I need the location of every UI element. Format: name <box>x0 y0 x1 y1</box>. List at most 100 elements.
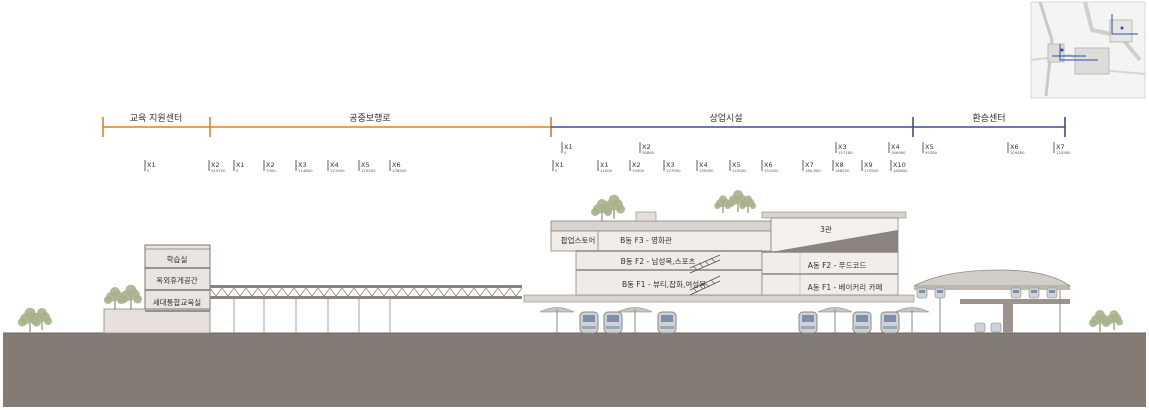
grid-value: 182800 <box>893 168 908 173</box>
grid-label: X9 <box>864 161 873 169</box>
train-front <box>657 311 677 334</box>
grid-label: X4 <box>891 143 900 151</box>
grid-label: X2 <box>266 161 275 169</box>
grid-label: X5 <box>361 161 370 169</box>
grid-label: X1 <box>236 161 245 169</box>
zone-label-transfer: 환승센터 <box>972 112 1005 124</box>
grid-label: X6 <box>764 161 773 169</box>
trains <box>579 287 1058 334</box>
grid-value: 95280 <box>925 150 938 155</box>
train-front <box>579 311 599 334</box>
tree <box>1104 310 1123 330</box>
grid-label: X4 <box>330 161 339 169</box>
train-front <box>990 322 1002 333</box>
education-building: 학습실 옥외휴게공간 세대통합교육실 <box>103 244 211 334</box>
grid-label: X1 <box>555 161 564 169</box>
grid-value: 120580 <box>1056 150 1071 155</box>
grid-marker: X10 <box>233 160 245 173</box>
grid-value: 0 <box>236 168 239 173</box>
train-front <box>1028 287 1040 299</box>
grid-label: X3 <box>298 161 307 169</box>
train-front <box>852 311 872 334</box>
grid-label: X6 <box>392 161 401 169</box>
commercial-building: 팝업스토어 B동 F3 - 영화관 B동 F2 - 남성복,스포츠 B동 F1 … <box>523 211 930 333</box>
grid-value: 127000 <box>666 168 681 173</box>
grid-value: 157180 <box>838 150 853 155</box>
grid-value: 168200 <box>835 168 850 173</box>
grid-marker: X10 <box>144 160 156 173</box>
key-map <box>1030 1 1146 99</box>
train-front <box>916 287 928 299</box>
grid-value: 215700 <box>211 168 226 173</box>
grid-label: X8 <box>835 161 844 169</box>
grid-value: 109480 <box>1010 150 1025 155</box>
grid-value: 38860 <box>642 150 655 155</box>
floor-label-intergen-class: 세대통합교육실 <box>153 297 201 307</box>
grid-value: 151000 <box>764 168 779 173</box>
a-floor-1-label: A동 F1 - 베이커리 카페 <box>808 282 883 292</box>
grid-value: 175500 <box>864 168 879 173</box>
floor-label-study-room: 학습실 <box>167 254 188 264</box>
floor-label-outdoor-rest: 옥외휴게공간 <box>156 275 197 285</box>
grid-label: X2 <box>632 161 641 169</box>
grid-label: X5 <box>732 161 741 169</box>
grid-label: X7 <box>805 161 814 169</box>
train-front <box>1046 287 1058 299</box>
grid-value: 136500 <box>392 168 407 173</box>
grid-label: X10 <box>893 161 906 169</box>
grid-label: X7 <box>1056 143 1065 151</box>
trees <box>17 190 1123 332</box>
grid-label: X1 <box>564 143 573 151</box>
tree <box>714 195 731 213</box>
tree <box>601 194 625 219</box>
grid-axis-lower: X10X2215700X10X27300X3114600X4121900X512… <box>144 160 908 173</box>
grid-value: 0 <box>564 150 567 155</box>
grid-marker: X10 <box>552 160 564 173</box>
grid-value: 0 <box>147 168 150 173</box>
grid-label: X3 <box>666 161 675 169</box>
a-floor-2-label: A동 F2 - 푸드코드 <box>808 261 867 270</box>
grid-label: X5 <box>925 143 934 151</box>
grid-value: 129200 <box>361 168 376 173</box>
grid-value: 19000 <box>632 168 645 173</box>
grid-value: 121900 <box>330 168 345 173</box>
train-front <box>974 322 986 333</box>
ground <box>3 333 1146 407</box>
zone-label-commercial: 상업시설 <box>709 113 742 124</box>
b-floor-2-label: B동 F2 - 남성복,스포츠 <box>621 257 696 266</box>
grid-value: 186980 <box>891 150 906 155</box>
b-floor-1-label: B동 F1 - 뷰티,잡화,여성복 <box>622 279 706 289</box>
grid-value: 7300 <box>266 168 276 173</box>
grid-value: 0 <box>555 168 558 173</box>
a-hall-3-label: 3관 <box>820 224 832 234</box>
pedestrian-bridge <box>209 285 523 333</box>
grid-label: X2 <box>642 143 651 151</box>
train-front <box>934 287 946 299</box>
train-front <box>880 311 900 334</box>
grid-marker: X10 <box>561 142 573 155</box>
zone-label-education: 교육 지원센터 <box>130 113 183 124</box>
